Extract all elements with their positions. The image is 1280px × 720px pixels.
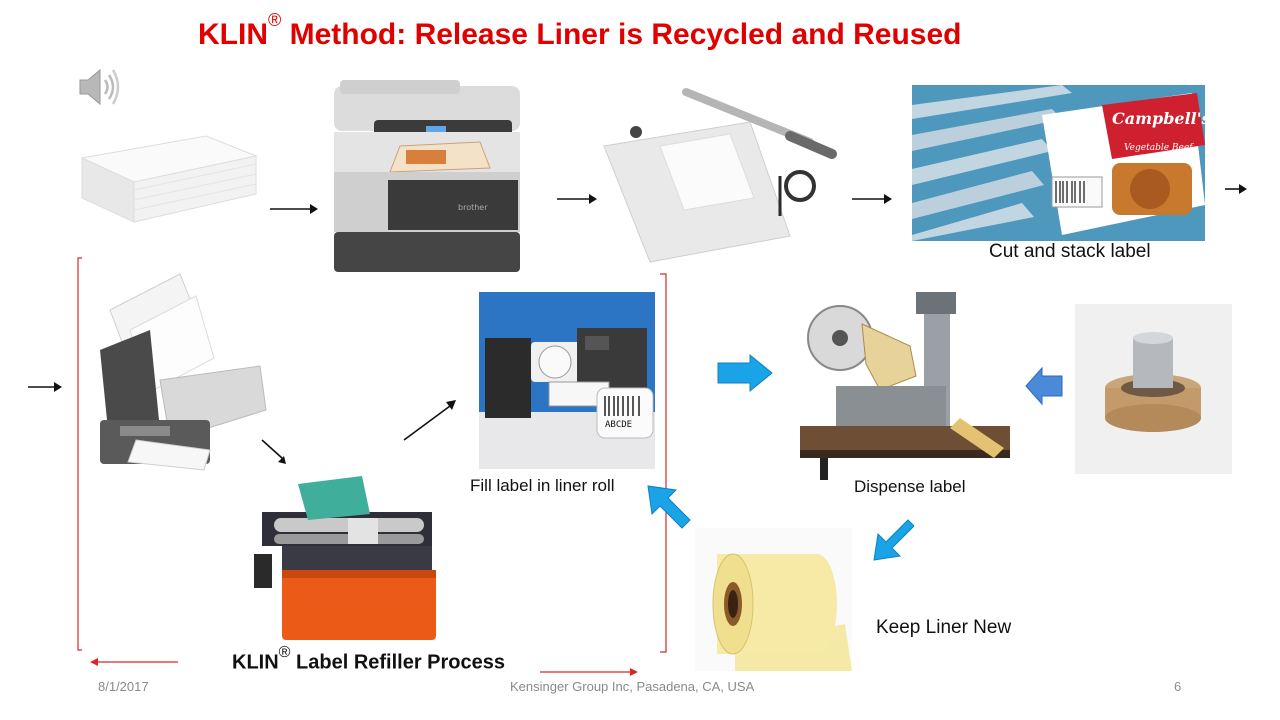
svg-text:brother: brother	[458, 203, 488, 212]
arrow-paper-to-printer	[268, 202, 320, 216]
feeder-machine-image	[80, 270, 270, 480]
title-prefix: KLIN	[198, 18, 268, 51]
red-arrow-left	[88, 655, 180, 669]
title-rest: Method: Release Liner is Recycled and Re…	[281, 18, 962, 51]
caption-refiller-process: KLIN® Label Refiller Process	[232, 644, 506, 675]
blue-arrow-from-core	[1024, 366, 1064, 406]
campbells-brand-text: Campbell's	[1112, 109, 1205, 128]
label-printer-roll-photo: ABCDE	[479, 292, 655, 469]
blue-arrow-to-fill-roll	[644, 482, 692, 530]
caption-dispense: Dispense label	[854, 477, 966, 496]
arrow-labels-continue	[1223, 182, 1249, 196]
printer-image: brother	[330, 76, 528, 276]
arrow-feeder-to-refiller	[258, 436, 290, 468]
caption-keep-new: Keep Liner New	[876, 617, 1012, 638]
dispenser-machine-image	[800, 290, 1010, 480]
red-arrow-right	[538, 665, 640, 679]
campbells-labels-photo: Campbell's Vegetable Beef	[912, 85, 1205, 241]
arrow-cutter-to-labels	[850, 192, 894, 206]
refiller-prefix: KLIN	[232, 651, 279, 674]
blue-arrow-to-liner	[870, 518, 914, 562]
caption-fill-liner: Fill label in liner roll	[470, 476, 615, 495]
right-bracket	[658, 272, 670, 654]
roll-code-text: ABCDE	[605, 420, 633, 430]
slide-title: KLIN® Method: Release Liner is Recycled …	[198, 10, 1018, 52]
empty-core-photo	[1075, 304, 1232, 474]
variety-text: Vegetable Beef	[1124, 143, 1193, 153]
footer-date: 8/1/2017	[98, 679, 149, 694]
liner-roll-photo	[695, 528, 852, 671]
arrow-into-feeder	[26, 380, 64, 394]
left-bracket	[74, 256, 84, 652]
blue-arrow-to-dispenser	[716, 353, 776, 393]
paper-stack-image	[76, 128, 260, 228]
caption-cut-stack: Cut and stack label	[989, 241, 1151, 262]
registered-mark: ®	[268, 10, 282, 30]
refiller-machine-image	[252, 474, 442, 644]
speaker-icon[interactable]	[76, 66, 122, 108]
refiller-registered-mark: ®	[278, 644, 291, 661]
arrow-printer-to-cutter	[555, 192, 599, 206]
refiller-rest: Label Refiller Process	[290, 651, 506, 674]
footer-company: Kensinger Group Inc, Pasadena, CA, USA	[510, 679, 755, 694]
footer-page-number: 6	[1174, 679, 1182, 694]
arrow-refiller-to-roll	[400, 398, 460, 444]
paper-cutter-image	[600, 86, 840, 266]
